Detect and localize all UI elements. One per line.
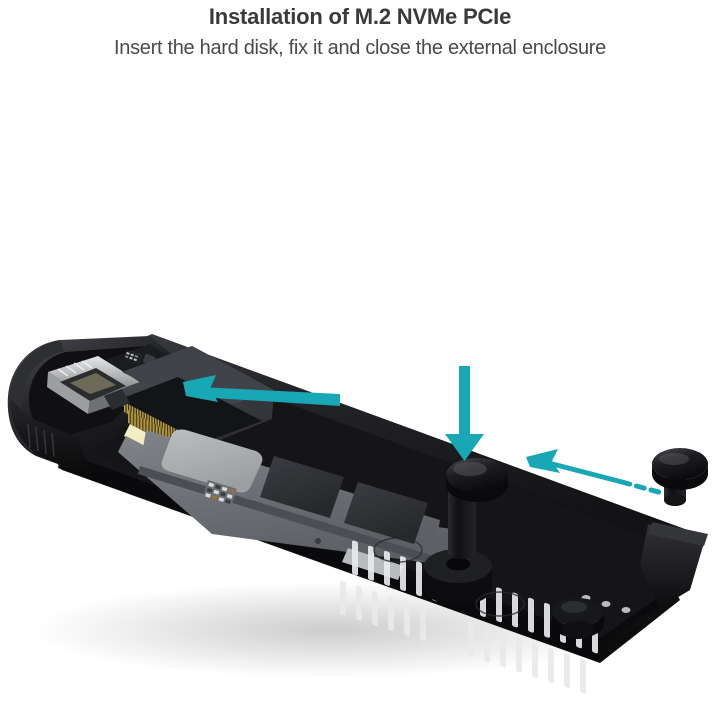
arrow-attach-screw [526, 449, 665, 496]
m2-slot-contact-trough [118, 377, 262, 443]
page-subtitle: Insert the hard disk, fix it and close t… [114, 37, 606, 59]
arrow-attach-head [526, 449, 560, 473]
tray-pilot-hole [315, 538, 321, 544]
screw-boss-center [424, 549, 492, 605]
arrow-attach-shaft-dashed [619, 479, 665, 496]
enclosure-end-cap-edge [648, 522, 708, 546]
thumbscrew-detached [652, 448, 708, 506]
detached-screw-tip [664, 494, 686, 506]
usb-c-tongue [70, 373, 116, 394]
ssd-nand-chip-1 [260, 456, 344, 518]
header: Installation of M.2 NVMe PCIe Insert the… [0, 0, 720, 60]
arrow-insert-ssd-head [183, 375, 218, 402]
ssd-marking-block [202, 480, 237, 506]
usb-c-connector [47, 356, 140, 414]
left-housing-front [10, 398, 92, 476]
arrow-attach-shaft-solid [538, 458, 625, 485]
m2-slot-end-post [104, 389, 130, 410]
grille-pad-outlines [373, 537, 525, 617]
ssd-thermal-pad [161, 429, 263, 493]
controller-smd-components [122, 350, 156, 366]
arrow-press-down-screw [445, 366, 484, 461]
detached-screw-highlight [659, 453, 689, 465]
thumbscrew-installed [446, 458, 508, 559]
heatsink-vent-grille [340, 537, 631, 694]
arrow-insert-ssd-shaft [198, 387, 340, 406]
page-title: Installation of M.2 NVMe PCIe [208, 4, 512, 29]
detached-screw-cap-side [652, 464, 708, 490]
thumbscrew-seated-right [552, 598, 604, 639]
ssd-nand-chip-2 [344, 482, 428, 544]
installed-screw-highlight [453, 462, 487, 476]
left-housing-ribs [27, 423, 55, 458]
arrow-down-shaft [459, 366, 470, 442]
enclosure-end-cap [640, 524, 706, 608]
arrow-down-head [445, 434, 484, 461]
usb-c-shell-fins [57, 360, 93, 377]
usb-c-shell-face [47, 372, 90, 414]
installed-screw-cap-side [446, 475, 508, 502]
arrow-insert-ssd [183, 375, 340, 406]
